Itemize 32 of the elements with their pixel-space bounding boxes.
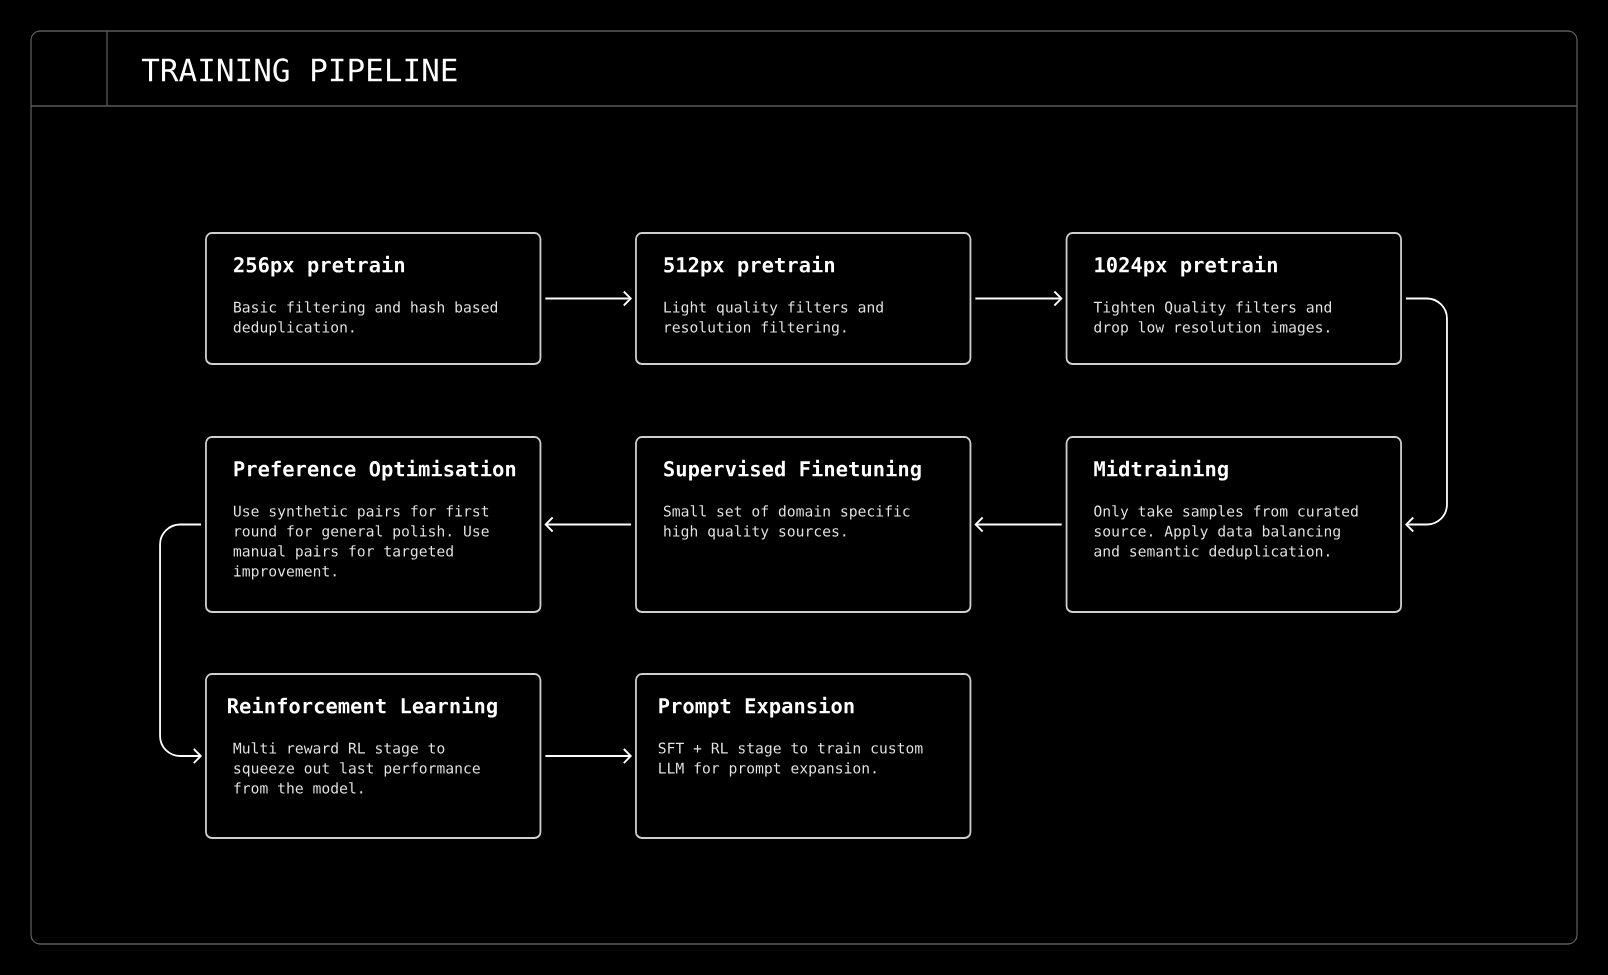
box-heading: Reinforcement Learning bbox=[228, 696, 497, 718]
process-box bbox=[205, 436, 542, 613]
box-heading: Prompt Expansion bbox=[659, 696, 854, 718]
arrow bbox=[159, 523, 203, 764]
box-heading: Preference Optimisation bbox=[234, 459, 516, 481]
arrow bbox=[544, 290, 633, 307]
box-description: Only take samples from curated source. Apply data balancing and semantic deduplication. bbox=[1094, 505, 1358, 560]
arrow bbox=[544, 516, 632, 533]
process-box bbox=[205, 232, 542, 365]
process-box bbox=[205, 673, 542, 839]
box-description: SFT + RL stage to train custom LLM for prompt expansion. bbox=[658, 742, 923, 777]
box-heading: Midtraining bbox=[1094, 459, 1228, 481]
box-heading: 1024px pretrain bbox=[1095, 255, 1277, 277]
arrow bbox=[544, 748, 633, 764]
process-box bbox=[635, 232, 972, 365]
box-heading: Supervised Finetuning bbox=[664, 459, 921, 481]
box-description: Tighten Quality filters and drop low resolution images. bbox=[1093, 301, 1331, 336]
box-heading: 256px pretrain bbox=[234, 255, 405, 277]
arrow bbox=[1404, 297, 1448, 533]
page-title: TRAINING PIPELINE bbox=[141, 58, 457, 82]
box-description: Multi reward RL stage to squeeze out last performance from the model. bbox=[233, 742, 480, 794]
process-box bbox=[635, 436, 972, 613]
box-description: Light quality filters and resolution filtering. bbox=[664, 301, 883, 336]
arrow bbox=[974, 290, 1063, 307]
process-box bbox=[1065, 232, 1402, 365]
box-heading: 512px pretrain bbox=[664, 255, 835, 277]
box-description: Use synthetic pairs for first round for general polish. Use manual pairs for targeted improvement. bbox=[233, 505, 489, 580]
arrow bbox=[974, 516, 1063, 533]
process-box bbox=[635, 673, 972, 839]
process-box bbox=[1065, 436, 1402, 613]
box-description: Basic filtering and hash based deduplication. bbox=[233, 301, 497, 336]
box-description: Small set of domain specific high quality sources. bbox=[663, 505, 910, 540]
